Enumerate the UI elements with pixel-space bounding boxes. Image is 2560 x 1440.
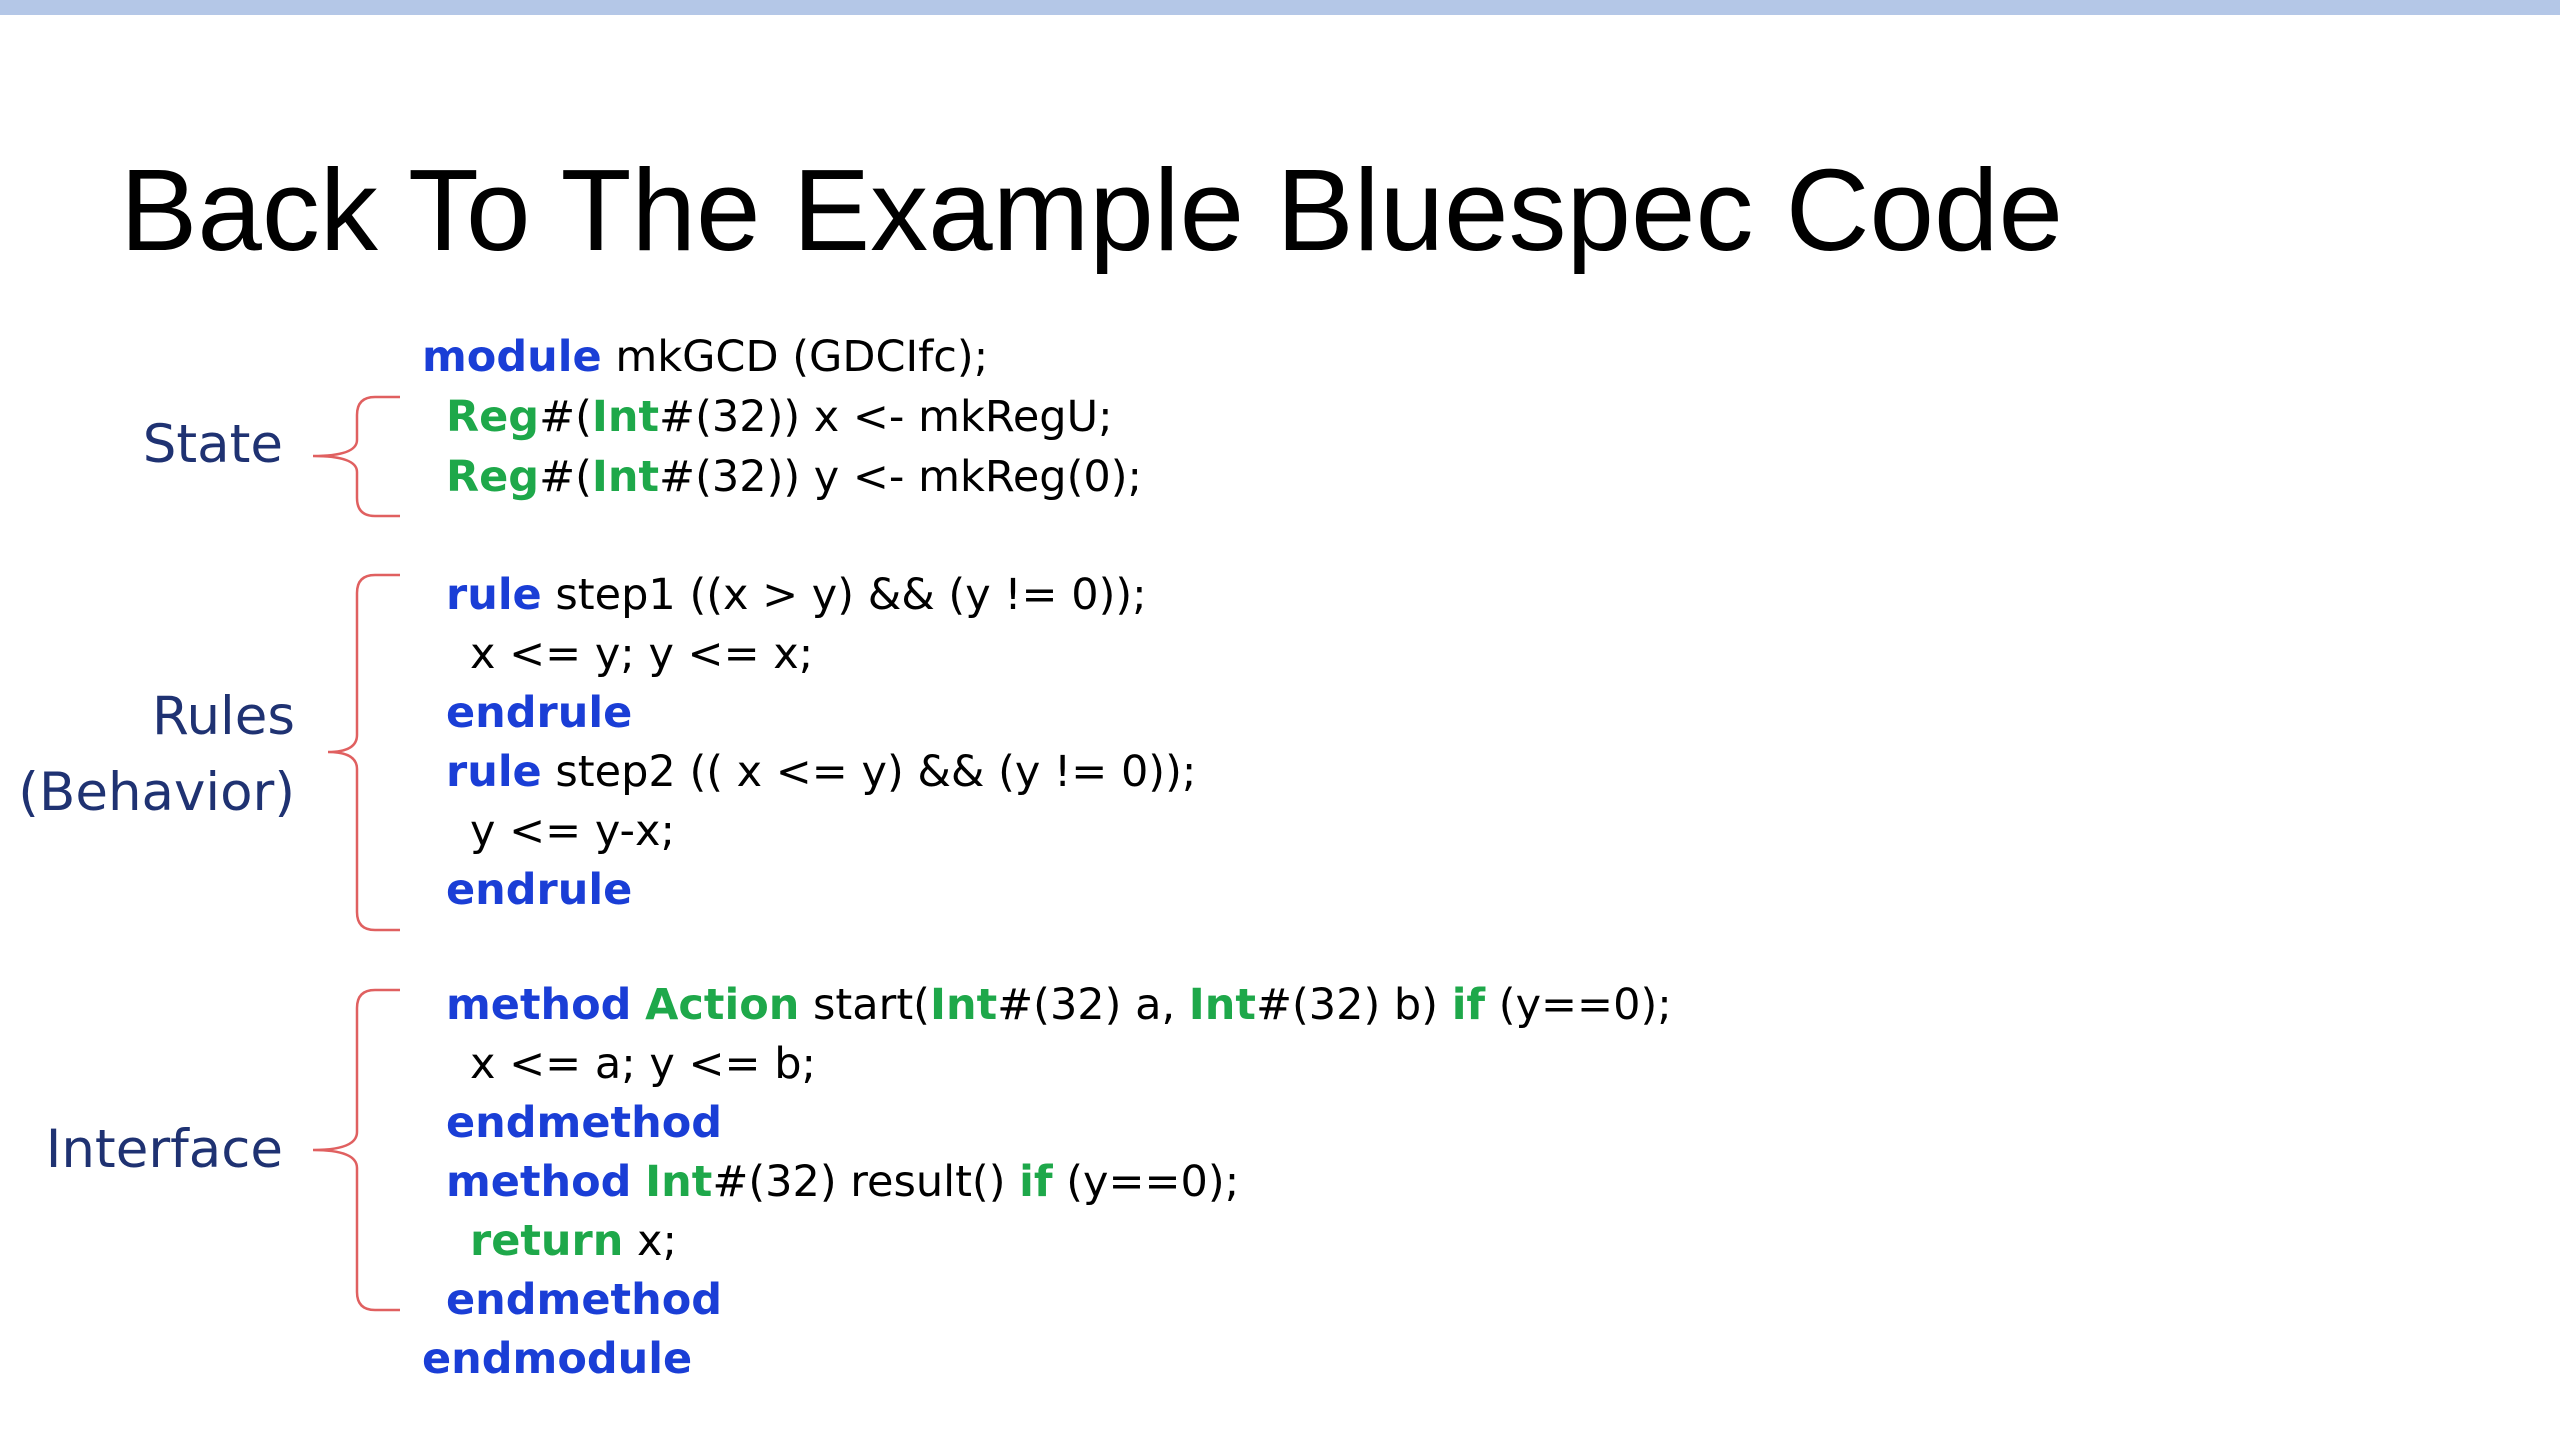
code-type: Int: [591, 452, 660, 502]
code-type: Reg: [446, 452, 540, 502]
code-line: module mkGCD (GDCIfc);: [422, 327, 988, 387]
code-text: (y==0);: [1052, 1157, 1240, 1207]
code-type: Action: [645, 980, 800, 1030]
code-keyword: method: [446, 1157, 632, 1207]
code-text: start(: [799, 980, 930, 1030]
state-brace: [312, 395, 400, 518]
code-type: Int: [1188, 980, 1256, 1030]
code-text: y <= y-x;: [470, 806, 675, 856]
code-text: x <= y; y <= x;: [470, 629, 814, 679]
code-text: step1 ((x > y) && (y != 0));: [541, 570, 1147, 620]
code-text: [631, 980, 645, 1030]
code-keyword: module: [422, 332, 602, 382]
code-line: rule step1 ((x > y) && (y != 0));: [446, 565, 1147, 625]
code-keyword: rule: [446, 570, 542, 620]
code-text: step2 (( x <= y) && (y != 0));: [541, 747, 1197, 797]
code-type: Int: [929, 980, 998, 1030]
code-line: x <= a; y <= b;: [470, 1034, 816, 1094]
code-text: x <= a; y <= b;: [470, 1039, 816, 1089]
code-keyword: method: [446, 980, 632, 1030]
code-type: if: [1019, 1157, 1053, 1207]
code-line: endmodule: [422, 1329, 692, 1389]
code-text: #(32) a,: [997, 980, 1189, 1030]
code-line: x <= y; y <= x;: [470, 624, 813, 684]
code-text: #(: [539, 452, 592, 502]
code-text: #(32) result(): [712, 1157, 1020, 1207]
code-keyword: endrule: [446, 865, 633, 915]
code-text: #(: [539, 392, 592, 442]
code-keyword: rule: [446, 747, 542, 797]
slide-top-bar: [0, 0, 2560, 15]
code-line: endmethod: [446, 1093, 722, 1153]
rules-label: Rules: [152, 686, 295, 747]
code-line: return x;: [470, 1211, 677, 1271]
code-line: Reg#(Int#(32)) x <- mkRegU;: [446, 387, 1113, 447]
code-line: method Action start(Int#(32) a, Int#(32)…: [446, 975, 1672, 1035]
code-keyword: endmethod: [446, 1275, 723, 1325]
behavior-label: (Behavior): [18, 762, 295, 823]
rules-brace: [327, 573, 400, 932]
code-text: x;: [623, 1216, 677, 1266]
code-line: endrule: [446, 860, 632, 920]
code-keyword: endmethod: [446, 1098, 723, 1148]
code-line: endmethod: [446, 1270, 722, 1330]
code-type: Int: [591, 392, 660, 442]
code-text: mkGCD (GDCIfc);: [601, 332, 989, 382]
code-type: Reg: [446, 392, 540, 442]
code-line: Reg#(Int#(32)) y <- mkReg(0);: [446, 447, 1142, 507]
state-label: State: [142, 414, 283, 475]
code-type: Int: [645, 1157, 713, 1207]
slide-title: Back To The Example Bluespec Code: [120, 145, 2064, 275]
code-type: if: [1451, 980, 1486, 1030]
interface-brace: [312, 988, 400, 1312]
code-type: return: [470, 1216, 624, 1266]
code-keyword: endmodule: [422, 1334, 693, 1384]
code-line: endrule: [446, 683, 632, 743]
code-line: rule step2 (( x <= y) && (y != 0));: [446, 742, 1196, 802]
code-keyword: endrule: [446, 688, 633, 738]
code-line: y <= y-x;: [470, 801, 675, 861]
code-text: (y==0);: [1485, 980, 1672, 1030]
code-text: [631, 1157, 645, 1207]
code-text: #(32) b): [1255, 980, 1452, 1030]
code-line: method Int#(32) result() if (y==0);: [446, 1152, 1239, 1212]
interface-label: Interface: [45, 1119, 283, 1180]
code-text: #(32)) x <- mkRegU;: [659, 392, 1113, 442]
code-text: #(32)) y <- mkReg(0);: [659, 452, 1142, 502]
